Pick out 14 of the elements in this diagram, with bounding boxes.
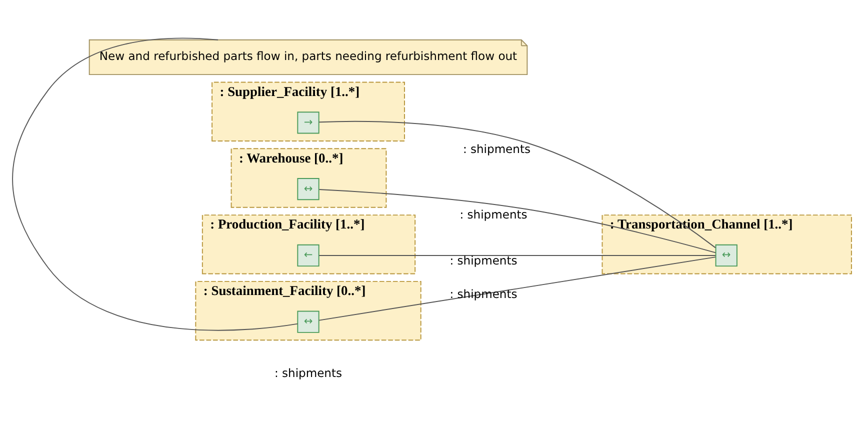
- edge-label: : shipments: [462, 142, 531, 156]
- node-box: ↔: [715, 244, 738, 266]
- connector: [318, 188, 716, 253]
- connector: [12, 37, 298, 330]
- label: : shipments: [274, 365, 342, 380]
- edge-label: : shipments: [450, 253, 518, 268]
- node-box: ←: [297, 244, 320, 266]
- connector: [318, 256, 716, 320]
- connector: [318, 120, 716, 248]
- node-box: ↔: [297, 310, 320, 332]
- connector: [318, 254, 716, 256]
- edge-label: : shipments: [460, 207, 528, 222]
- node-box: ↔: [297, 178, 320, 200]
- node-box: →: [297, 111, 320, 134]
